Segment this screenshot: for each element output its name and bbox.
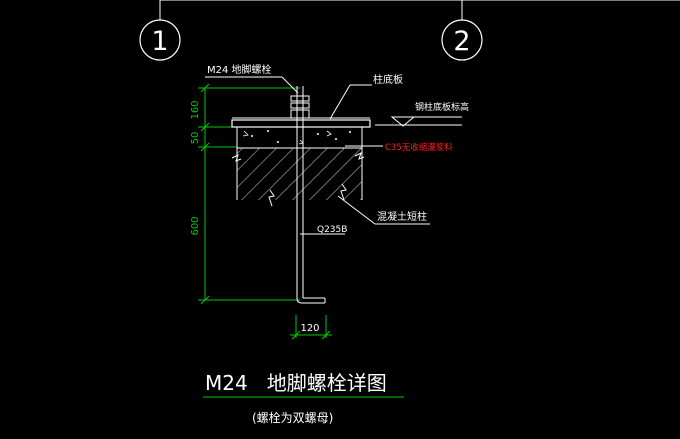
grid-axis-2-bubble: 2 <box>441 19 483 61</box>
concrete-pier <box>231 147 365 207</box>
dimension-50: 50 <box>190 132 201 145</box>
horizontal-dimension-120 <box>290 315 332 340</box>
concrete-column-label: 混凝土短柱 <box>377 210 427 223</box>
dimension-600: 600 <box>190 216 201 235</box>
grid-axis-2-label: 2 <box>453 26 470 57</box>
grid-lines <box>159 0 680 20</box>
column-base-elevation-label: 钢柱底板标高 <box>415 101 469 113</box>
grout-label: C35无收缩灌浆料 <box>385 142 453 153</box>
leader-lines <box>205 76 462 235</box>
vertical-dimension-chain <box>198 83 300 305</box>
base-plate-label: 柱底板 <box>373 73 403 86</box>
dimension-160: 160 <box>190 100 201 119</box>
drawing-subtitle: (螺栓为双螺母) <box>252 410 333 425</box>
bolt-material-label: Q235B <box>317 225 347 235</box>
grout-layer <box>236 126 363 149</box>
grid-axis-1-bubble: 1 <box>139 19 181 61</box>
base-plate <box>231 117 371 128</box>
grid-axis-1-label: 1 <box>151 26 168 57</box>
anchor-bolt <box>289 86 326 304</box>
dimension-120: 120 <box>300 323 319 334</box>
drawing-title: M24 地脚螺栓详图 <box>205 371 387 395</box>
anchor-bolt-label: M24 地脚螺栓 <box>207 63 272 76</box>
